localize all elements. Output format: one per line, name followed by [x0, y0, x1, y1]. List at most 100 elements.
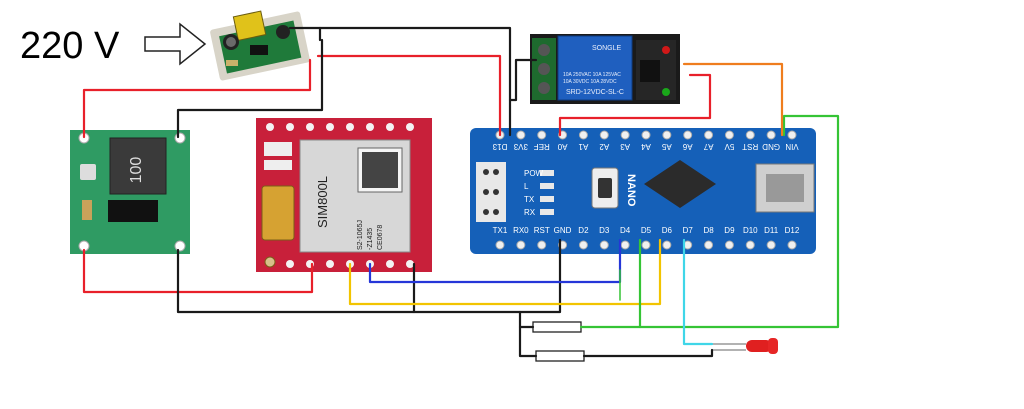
nano-led-label-0: POW: [524, 169, 544, 178]
nano-top-pin-pad-14: [495, 240, 505, 250]
nano-bottom-pin-label-7: A4: [641, 142, 651, 151]
nano-bottom-pin-label-3: 5V: [724, 142, 734, 151]
nano-top-pin-label-14: TX1: [493, 226, 508, 235]
gsm-mark-1: -Z1435: [367, 228, 374, 250]
nano-led-labels: POW L TX RX: [524, 169, 554, 217]
gsm-mark-2: CE0678: [377, 225, 384, 250]
arduino-nano-board: NANO POW L TX RX D12 D11 D10 D9 D8 D7 D6 D5 D4 D3 D2 G…: [470, 128, 816, 254]
nano-bottom-pin-label-12: REF: [534, 142, 550, 151]
wire-cyan-d7-led: [682, 238, 714, 346]
wire-red-relay-5v: [558, 73, 712, 137]
nano-bottom-pin-label-8: A3: [620, 142, 630, 151]
wire-blue-gsm-to-d4: [368, 238, 622, 284]
nano-led-0: [540, 170, 554, 176]
gsm-chip-label: SIM800L: [315, 176, 330, 228]
nano-bottom-pin-label-10: A1: [578, 142, 588, 151]
nano-top-pin-pad-8: [620, 240, 630, 250]
nano-bottom-pin-pad-0: [787, 130, 797, 140]
nano-led-3: [540, 209, 554, 215]
nano-top-pin-label-4: D8: [703, 226, 714, 235]
wire-black-buck-in-gnd: [176, 38, 324, 139]
nano-bottom-pin-label-0: VIN: [785, 142, 799, 151]
nano-bottom-pin-pad-3: [724, 130, 734, 140]
nano-top-pin-label-3: D9: [724, 226, 735, 235]
nano-bottom-pin-pad-2: [745, 130, 755, 140]
nano-bottom-pin-label-4: A7: [703, 142, 713, 151]
nano-bottom-pin-label-14: D13: [492, 142, 507, 151]
nano-led-2: [540, 196, 554, 202]
wire-black-resistor2-gnd: [518, 325, 538, 358]
nano-bottom-pin-pad-7: [641, 130, 651, 140]
nano-top-pin-label-12: RST: [534, 226, 550, 235]
nano-top-pin-label-8: D4: [620, 226, 631, 235]
nano-top-pin-label-10: D2: [578, 226, 589, 235]
gsm-module: SIM800L S2-1065J -Z1435 CE0678: [256, 118, 432, 272]
wire-red-buck-input: [82, 58, 312, 139]
nano-top-pin-label-6: D6: [662, 226, 673, 235]
nano-top-pin-pad-13: [516, 240, 526, 250]
relay-brand-label: SONGLE: [592, 45, 622, 52]
inductor-code-label: 100: [128, 157, 145, 184]
nano-top-pin-pad-2: [745, 240, 755, 250]
nano-bottom-pin-pad-12: [537, 130, 547, 140]
nano-bottom-pin-label-5: A6: [682, 142, 692, 151]
nano-top-pin-pad-9: [599, 240, 609, 250]
nano-bottom-pin-pad-6: [662, 130, 672, 140]
nano-bottom-pin-label-13: 3V3: [513, 142, 528, 151]
nano-top-pin-label-7: D5: [641, 226, 652, 235]
wire-black-relay: [508, 58, 538, 102]
nano-top-pin-label-2: D10: [743, 226, 758, 235]
nano-top-pin-pad-6: [662, 240, 672, 250]
buck-converter-module: 100: [70, 130, 190, 254]
nano-top-pin-pad-7: [641, 240, 651, 250]
relay-model-label: SRD-12VDC-SL-C: [566, 89, 624, 96]
nano-top-pin-label-9: D3: [599, 226, 610, 235]
nano-top-pin-pad-10: [578, 240, 588, 250]
nano-led-label-2: TX: [524, 195, 535, 204]
nano-top-pin-pad-4: [704, 240, 714, 250]
wire-black-resistor-gnd: [518, 310, 535, 329]
nano-logo-label: NANO: [625, 174, 637, 207]
gsm-mark-0: S2-1065J: [357, 220, 364, 250]
nano-bottom-pin-pad-10: [578, 130, 588, 140]
nano-bottom-pin-label-2: RST: [742, 142, 758, 151]
nano-led-1: [540, 183, 554, 189]
nano-bottom-pin-label-11: A0: [557, 142, 567, 151]
wire-green-d13-return: [638, 114, 840, 329]
acdc-power-module: [210, 10, 310, 81]
input-arrow-icon: [144, 22, 207, 66]
relay-module: SONGLE 10A 250VAC 10A 125VAC 10A 30VDC 1…: [530, 34, 680, 104]
wire-black-led-gnd: [582, 348, 714, 358]
wires: [82, 26, 840, 358]
input-voltage-label: 220 V: [20, 25, 120, 67]
nano-bottom-pin-label-1: GND: [762, 142, 780, 151]
wire-black-bottom-gnd: [176, 238, 562, 314]
nano-bottom-pin-pad-5: [683, 130, 693, 140]
nano-bottom-pin-label-6: A5: [661, 142, 671, 151]
gsm-header-top: [266, 123, 414, 131]
resistor-2: [535, 350, 585, 362]
nano-top-pin-label-1: D11: [764, 226, 779, 235]
nano-top-pin-pad-1: [766, 240, 776, 250]
nano-bottom-pin-pad-1: [766, 130, 776, 140]
nano-bottom-pin-pad-13: [516, 130, 526, 140]
nano-bottom-pin-pad-8: [620, 130, 630, 140]
nano-top-pin-pad-3: [724, 240, 734, 250]
nano-bottom-pin-label-9: A2: [599, 142, 609, 151]
nano-top-pin-label-11: GND: [554, 226, 572, 235]
nano-top-pin-label-13: RX0: [513, 226, 529, 235]
wire-red-buck-to-gsm: [82, 248, 314, 294]
nano-bottom-pin-pad-9: [599, 130, 609, 140]
relay-rating-line1: 10A 250VAC 10A 125VAC: [563, 72, 621, 78]
nano-led-label-1: L: [524, 182, 529, 191]
nano-top-pin-label-5: D7: [683, 226, 694, 235]
nano-led-label-3: RX: [524, 208, 536, 217]
relay-rating-line2: 10A 30VDC 10A 28VDC: [563, 79, 617, 85]
nano-top-pin-label-0: D12: [785, 226, 800, 235]
nano-bottom-pin-pad-4: [704, 130, 714, 140]
wire-yellow-gsm-to-d6: [348, 238, 662, 306]
wire-orange-relay-to-d13: [682, 62, 784, 137]
nano-top-pin-pad-0: [787, 240, 797, 250]
wire-red-to-vin: [316, 54, 502, 137]
